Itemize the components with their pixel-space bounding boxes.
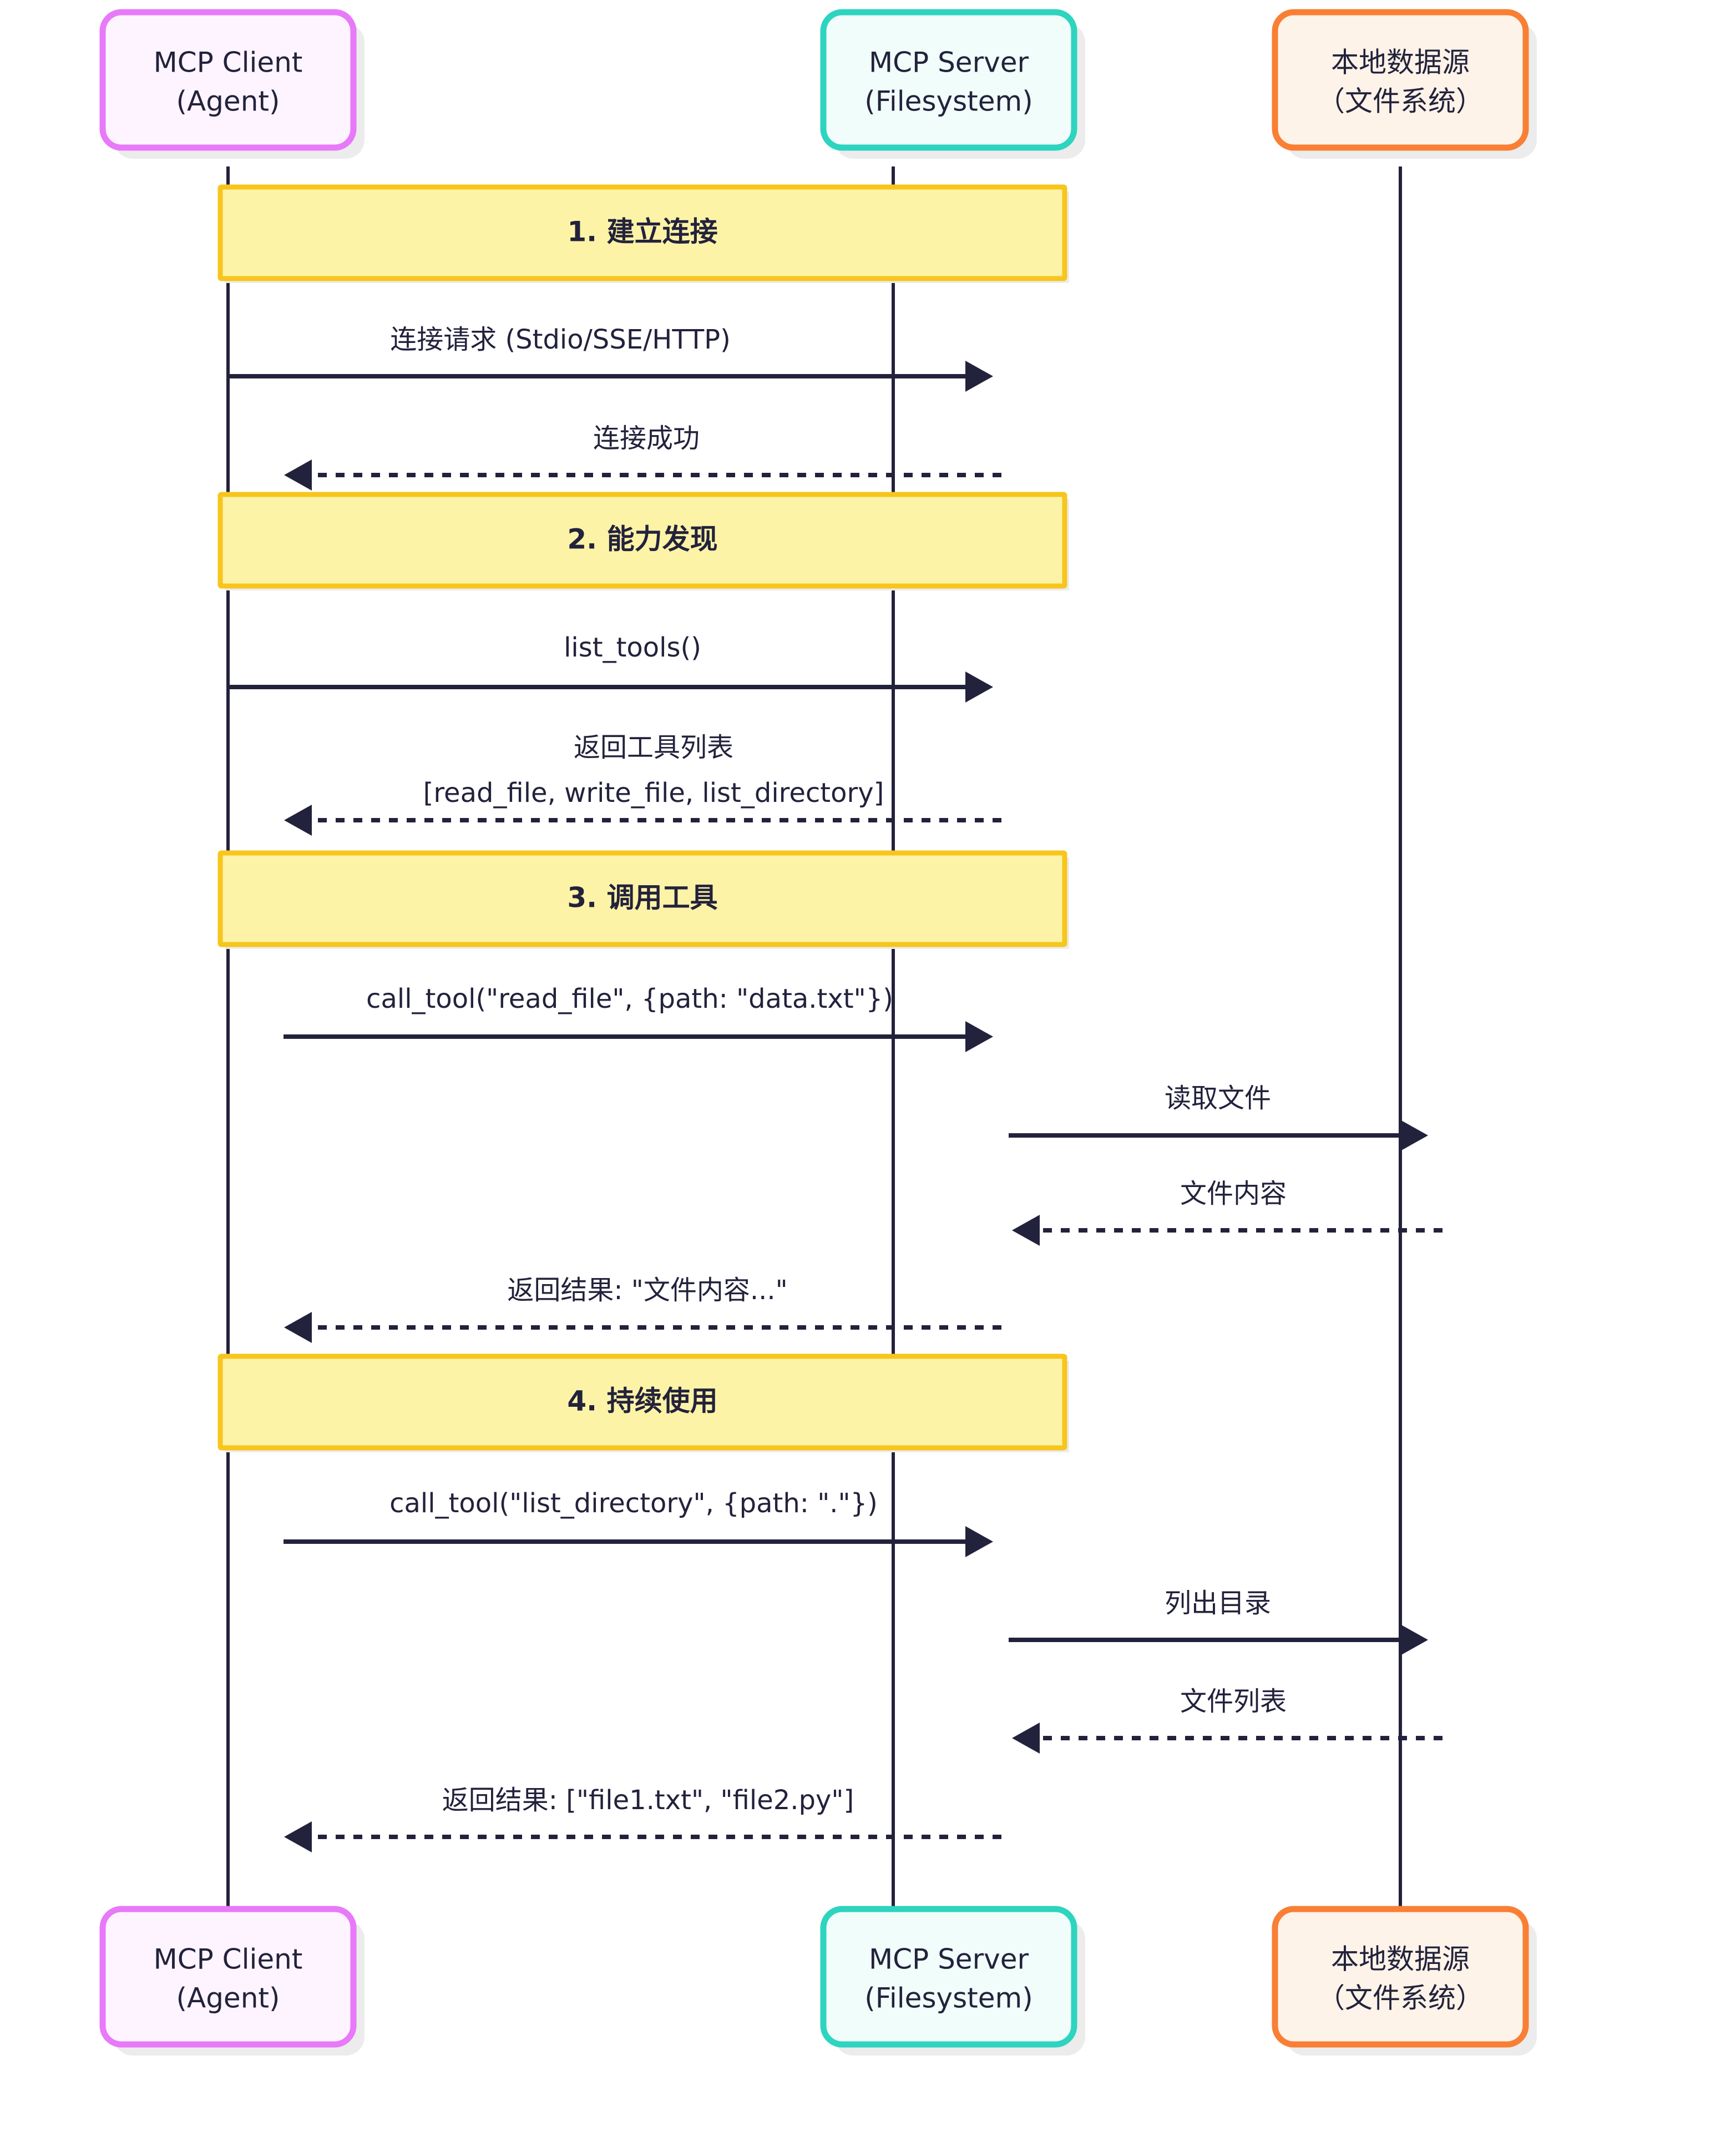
- message-label: 文件列表: [1180, 1686, 1287, 1717]
- arrowhead-right: [965, 1021, 993, 1052]
- participant-rect: [99, 9, 357, 151]
- section-label-2: 2. 能力发现: [567, 523, 717, 556]
- participant-label-line2: (Filesystem): [864, 85, 1033, 118]
- message-m2: 连接成功: [284, 423, 1001, 491]
- participant-server-bottom[interactable]: MCP Server (Filesystem): [820, 1906, 1085, 2056]
- message-m7: 文件内容: [1012, 1178, 1443, 1246]
- participant-label-line1: 本地数据源: [1331, 1943, 1470, 1976]
- section-rect: [217, 1354, 1067, 1451]
- section-banner-1: 1. 建立连接: [217, 184, 1069, 283]
- message-m11: 文件列表: [1012, 1686, 1443, 1754]
- lifelines: [226, 166, 1402, 1912]
- participant-label-line1: MCP Server: [869, 1943, 1029, 1976]
- message-label: 返回结果: ["file1.txt", "file2.py"]: [442, 1785, 854, 1816]
- message-m6: 读取文件: [1009, 1083, 1428, 1151]
- participant-client-top[interactable]: MCP Client (Agent): [99, 9, 365, 159]
- participant-server-top[interactable]: MCP Server (Filesystem): [820, 9, 1085, 159]
- participant-rect: [1272, 9, 1529, 151]
- message-m10: 列出目录: [1009, 1588, 1428, 1655]
- arrowhead-left: [284, 805, 312, 836]
- arrowhead-right: [965, 671, 993, 703]
- message-m8: 返回结果: "文件内容...": [284, 1275, 1001, 1343]
- arrowhead-left: [284, 459, 312, 491]
- participant-datasource-bottom[interactable]: 本地数据源 （文件系统）: [1272, 1906, 1537, 2056]
- participant-rect: [99, 1906, 357, 2048]
- message-m12: 返回结果: ["file1.txt", "file2.py"]: [284, 1785, 1001, 1852]
- section-banner-4: 4. 持续使用: [217, 1354, 1069, 1452]
- arrowhead-right: [1400, 1624, 1428, 1655]
- section-label-4: 4. 持续使用: [567, 1385, 717, 1417]
- arrowhead-left: [284, 1312, 312, 1343]
- arrowhead-right: [1400, 1120, 1428, 1151]
- message-label: list_tools(): [564, 632, 701, 663]
- participant-label-line2: (Filesystem): [864, 1982, 1033, 2014]
- participant-label-line2: (Agent): [176, 1982, 280, 2014]
- message-m1: 连接请求 (Stdio/SSE/HTTP): [228, 324, 993, 392]
- section-rect: [217, 184, 1067, 281]
- arrowhead-left: [284, 1821, 312, 1852]
- message-label: 连接成功: [593, 423, 700, 454]
- message-label: 列出目录: [1165, 1588, 1271, 1619]
- participant-label-line2: (Agent): [176, 85, 280, 118]
- participant-label-line1: MCP Client: [154, 47, 303, 79]
- message-label: 连接请求 (Stdio/SSE/HTTP): [390, 324, 731, 355]
- message-label: 返回结果: "文件内容...": [507, 1275, 787, 1306]
- participant-label-line2: （文件系统）: [1317, 1982, 1484, 2014]
- section-banner-2: 2. 能力发现: [217, 492, 1069, 590]
- message-label: call_tool("list_directory", {path: "."}): [389, 1488, 878, 1519]
- message-m5: call_tool("read_file", {path: "data.txt"…: [284, 983, 993, 1052]
- message-label: call_tool("read_file", {path: "data.txt"…: [366, 983, 893, 1014]
- participant-rect: [1272, 1906, 1529, 2048]
- section-rect: [217, 850, 1067, 947]
- message-m4: 返回工具列表 [read_file, write_file, list_dire…: [284, 732, 1001, 836]
- participant-client-bottom[interactable]: MCP Client (Agent): [99, 1906, 365, 2056]
- section-rect: [217, 492, 1067, 589]
- participant-datasource-top[interactable]: 本地数据源 （文件系统）: [1272, 9, 1537, 159]
- arrowhead-right: [965, 361, 993, 392]
- arrowhead-left: [1012, 1723, 1040, 1754]
- message-label: 读取文件: [1165, 1083, 1271, 1114]
- message-m3: list_tools(): [228, 632, 993, 703]
- section-banner-3: 3. 调用工具: [217, 850, 1069, 949]
- participant-rect: [820, 1906, 1077, 2048]
- arrowhead-right: [965, 1526, 993, 1557]
- message-label-line2: [read_file, write_file, list_directory]: [423, 777, 884, 809]
- participant-rect: [820, 9, 1077, 151]
- section-label-1: 1. 建立连接: [567, 216, 717, 248]
- message-m9: call_tool("list_directory", {path: "."}): [284, 1488, 993, 1557]
- message-label: 文件内容: [1180, 1178, 1287, 1209]
- arrowhead-left: [1012, 1215, 1040, 1246]
- participant-label-line2: （文件系统）: [1317, 85, 1484, 118]
- participant-label-line1: MCP Client: [154, 1943, 303, 1976]
- participant-label-line1: MCP Server: [869, 47, 1029, 79]
- section-label-3: 3. 调用工具: [567, 882, 717, 914]
- message-label-line1: 返回工具列表: [574, 732, 733, 763]
- participant-label-line1: 本地数据源: [1331, 47, 1470, 79]
